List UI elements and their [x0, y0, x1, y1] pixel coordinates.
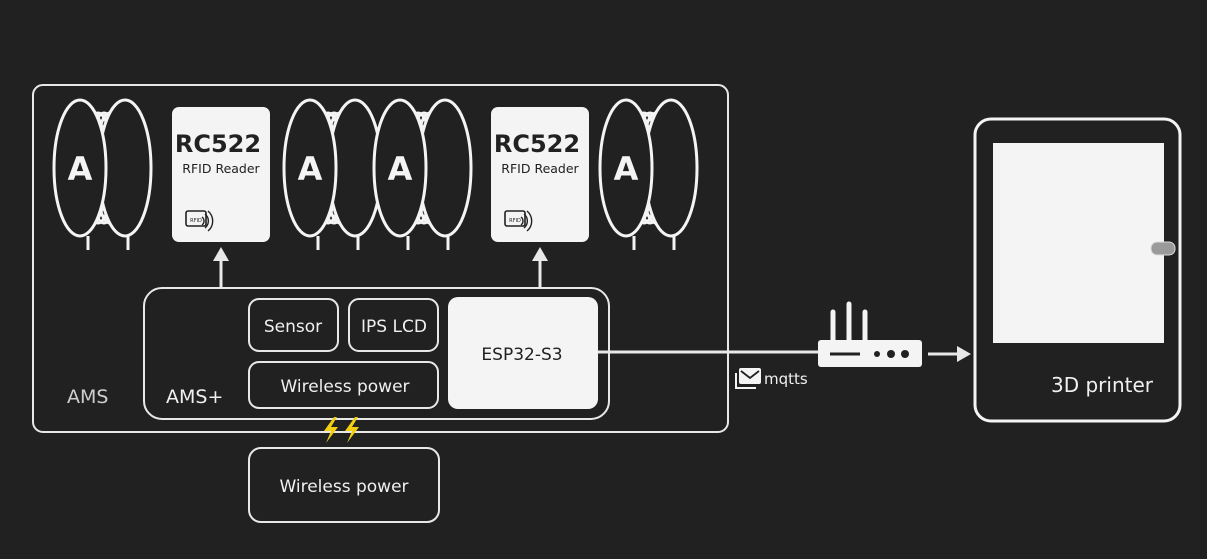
ips-lcd-label: IPS LCD — [361, 317, 427, 337]
printer-label: 3D printer — [1051, 373, 1154, 397]
wireless-power-inner-label: Wireless power — [280, 377, 409, 397]
ams-container — [32, 84, 729, 433]
spool-3: A — [372, 98, 473, 252]
rfid-reader-1: RC522 RFID Reader RFID — [172, 107, 270, 242]
esp32-label: ESP32-S3 — [481, 345, 562, 365]
rfid-icon-label: RFID — [509, 218, 521, 224]
ams-plus-label: AMS+ — [166, 386, 223, 408]
rfid-icon: RFID — [185, 210, 214, 232]
esp32-box — [448, 297, 598, 409]
wireless-power-outer-box — [248, 447, 440, 523]
wireless-power-inner-box — [248, 361, 439, 409]
arrow-to-printer — [928, 346, 971, 362]
spool-letter: A — [298, 150, 323, 188]
printer: 3D printer — [973, 117, 1182, 423]
rfid-icon: RFID — [504, 210, 533, 232]
mail-icon — [735, 368, 761, 389]
reader-title: RC522 — [494, 130, 580, 158]
arrow-to-reader-1 — [213, 247, 229, 288]
reader-subtitle: RFID Reader — [501, 161, 579, 176]
arrow-to-reader-2 — [532, 247, 548, 288]
printer-handle — [1150, 241, 1176, 256]
sensor-box — [248, 298, 339, 352]
printer-screen — [993, 143, 1164, 343]
ams-label: AMS — [67, 386, 108, 408]
mqtts-label: mqtts — [764, 370, 808, 388]
reader-title: RC522 — [175, 130, 261, 158]
reader-subtitle: RFID Reader — [182, 161, 260, 176]
router-icon — [818, 301, 922, 367]
wireless-power-outer-label: Wireless power — [279, 477, 408, 497]
sensor-label: Sensor — [264, 317, 322, 337]
spool-1: A — [52, 98, 153, 252]
spool-letter: A — [388, 150, 413, 188]
lightning-icon — [324, 417, 359, 443]
spool-letter: A — [68, 150, 93, 188]
rfid-reader-2: RC522 RFID Reader RFID — [491, 107, 589, 242]
ips-lcd-box — [348, 298, 439, 352]
spool-4: A — [598, 98, 699, 252]
spool-letter: A — [614, 150, 639, 188]
spool-2: A — [282, 98, 383, 252]
rfid-icon-label: RFID — [190, 218, 202, 224]
